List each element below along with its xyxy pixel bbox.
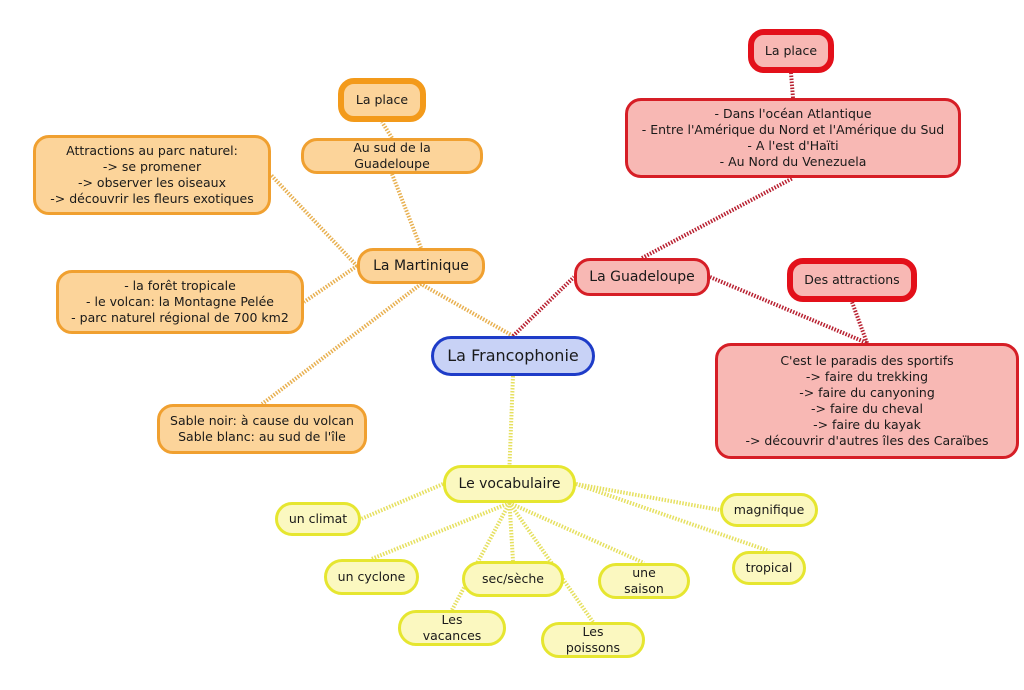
connector-line xyxy=(709,275,868,345)
martinique-attractions[interactable]: Attractions au parc naturel: -> se prome… xyxy=(33,135,271,215)
connector-line xyxy=(508,501,645,565)
connector-line xyxy=(850,301,869,344)
guadeloupe-place-heading[interactable]: La place xyxy=(748,29,834,73)
topic-martinique[interactable]: La Martinique xyxy=(357,248,485,284)
central-topic[interactable]: La Francophonie xyxy=(431,336,595,376)
connector-line xyxy=(260,282,423,406)
connector-line xyxy=(420,282,514,338)
vocab-word[interactable]: tropical xyxy=(732,551,806,585)
vocab-word[interactable]: magnifique xyxy=(720,493,818,527)
connector-line xyxy=(390,173,423,249)
connector-line xyxy=(302,264,359,304)
vocab-word[interactable]: un climat xyxy=(275,502,361,536)
vocab-word[interactable]: un cyclone xyxy=(324,559,419,595)
connector-line xyxy=(641,176,794,260)
connector-line xyxy=(370,501,511,561)
martinique-place-text[interactable]: Au sud de la Guadeloupe xyxy=(301,138,483,174)
vocab-word[interactable]: une saison xyxy=(598,563,690,599)
vocab-word[interactable]: Les vacances xyxy=(398,610,506,646)
martinique-sable[interactable]: Sable noir: à cause du volcan Sable blan… xyxy=(157,404,367,454)
connector-line xyxy=(511,275,576,338)
connector-line xyxy=(507,502,515,562)
topic-vocabulaire[interactable]: Le vocabulaire xyxy=(443,465,576,503)
vocab-word[interactable]: sec/sèche xyxy=(462,561,564,597)
connector-line xyxy=(575,482,721,512)
connector-line xyxy=(507,375,515,466)
connector-line xyxy=(575,482,770,553)
topic-guadeloupe[interactable]: La Guadeloupe xyxy=(574,258,710,296)
martinique-place-heading[interactable]: La place xyxy=(338,78,426,122)
connector-line xyxy=(789,72,795,99)
connector-line xyxy=(360,482,444,521)
guadeloupe-attractions-heading[interactable]: Des attractions xyxy=(787,258,917,302)
connector-line xyxy=(380,120,394,140)
guadeloupe-place-text[interactable]: - Dans l'océan Atlantique - Entre l'Amér… xyxy=(625,98,961,178)
guadeloupe-attractions-text[interactable]: C'est le paradis des sportifs -> faire d… xyxy=(715,343,1019,459)
vocab-word[interactable]: Les poissons xyxy=(541,622,645,658)
connector-line xyxy=(450,502,512,611)
connector-line xyxy=(269,173,359,268)
martinique-nature[interactable]: - la forêt tropicale - le volcan: la Mon… xyxy=(56,270,304,334)
